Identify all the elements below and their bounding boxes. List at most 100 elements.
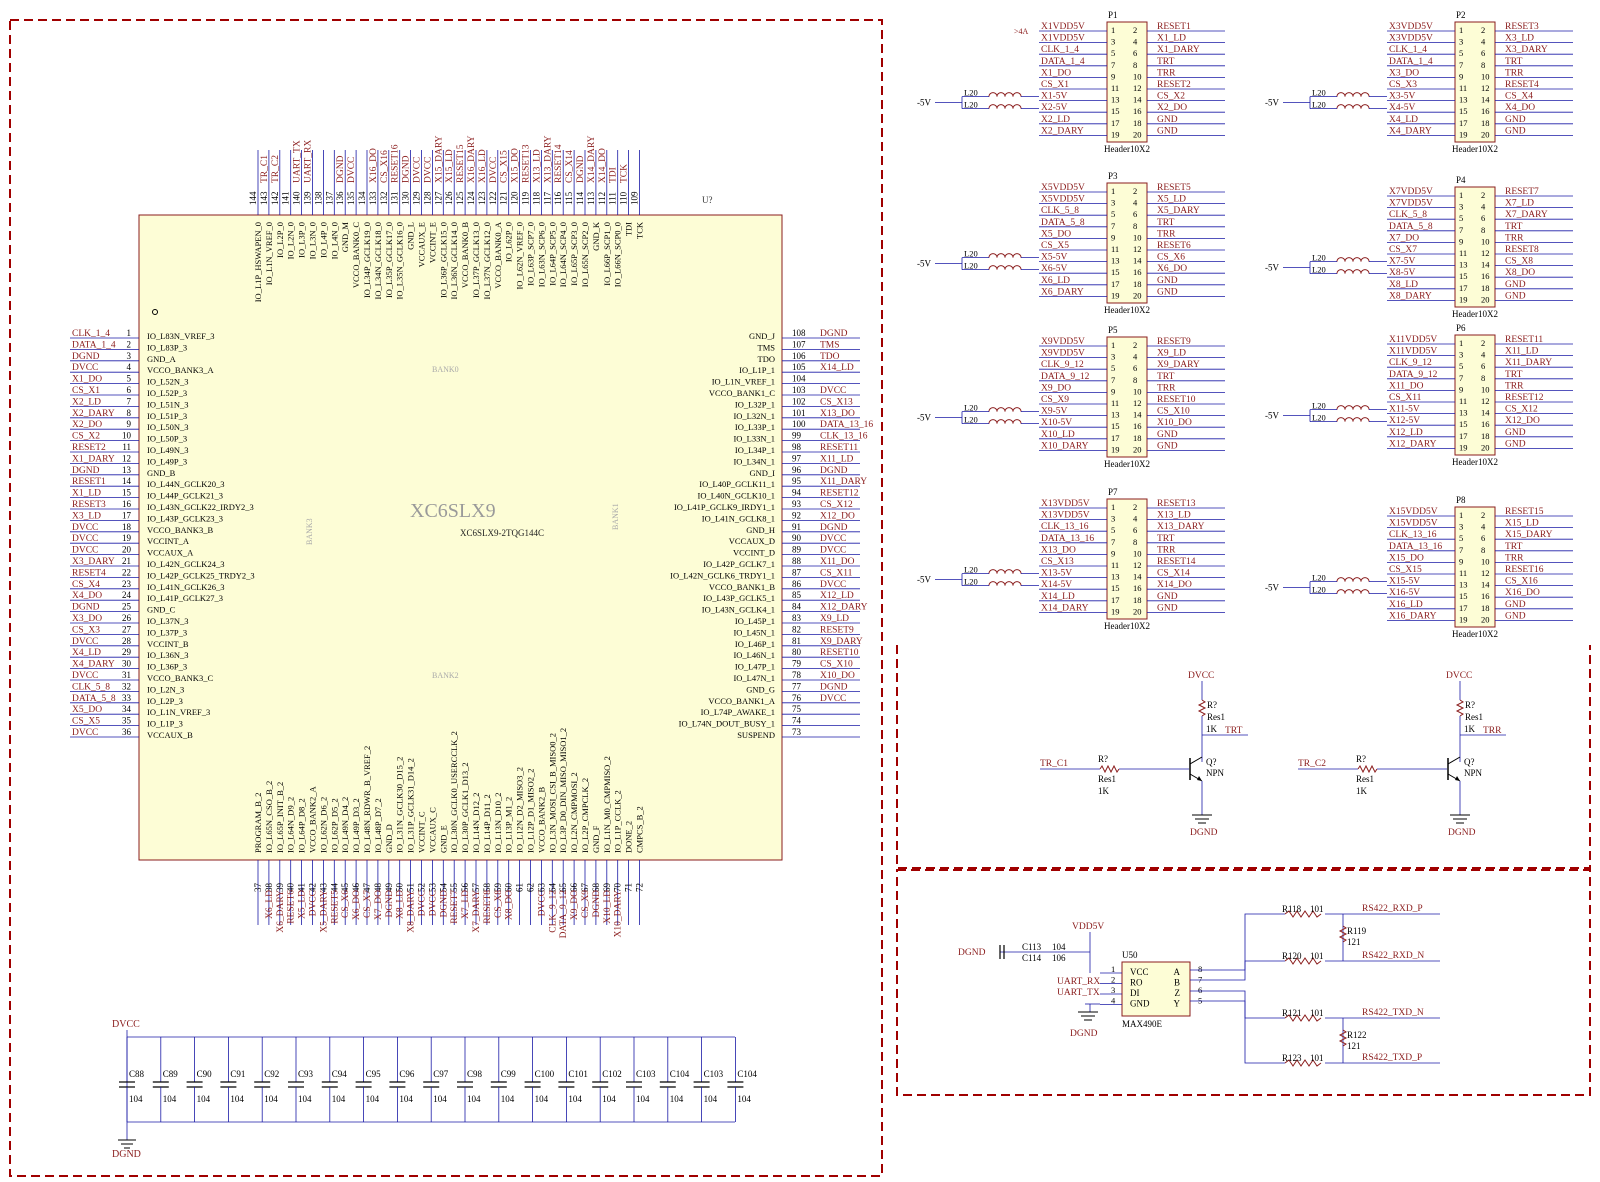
- cap-designator: C100: [535, 1069, 555, 1079]
- txd-p-label: RS422_TXD_P: [1362, 1053, 1422, 1063]
- bottom-pin-function: IO_L64P_D8_2: [297, 798, 307, 853]
- inductor-label: L20: [1312, 585, 1326, 595]
- cap-value: 104: [264, 1094, 278, 1104]
- bottom-pin-net: X9_DO: [570, 890, 580, 920]
- header-pin-even: 6: [1133, 363, 1137, 373]
- series-resistor: [1284, 957, 1322, 965]
- header-right-net: RESET1: [1157, 22, 1191, 32]
- header-right-net: RESET4: [1505, 80, 1539, 90]
- inductor-coil: [1336, 104, 1370, 109]
- cap-value: 104: [704, 1094, 718, 1104]
- top-pin-net: TR_C1: [260, 155, 270, 183]
- top-pin-function: IO_L66P_SCP1_0: [602, 222, 612, 286]
- right-pin-function: IO_L74N_DOUT_BUSY_1: [679, 719, 775, 729]
- right-pin-function: IO_L46N_1: [733, 650, 775, 660]
- header-type: Header10X2: [1452, 309, 1498, 319]
- header-left-net: X13VDD5V: [1041, 499, 1090, 509]
- right-pin-number: 77: [792, 681, 802, 691]
- header-left-net: X2-5V: [1041, 103, 1068, 113]
- header-right-net: X9_LD: [1157, 349, 1186, 359]
- r119-value: 121: [1347, 937, 1361, 947]
- right-pin-number: 99: [792, 431, 802, 441]
- inductor-label: L20: [964, 403, 978, 413]
- header-left-net: X12_DARY: [1389, 439, 1437, 449]
- top-pin-function: VCCO_BANK0_A: [493, 221, 503, 288]
- header-pin-even: 20: [1133, 290, 1142, 300]
- r118-label: R118: [1282, 904, 1302, 914]
- pullup-ohms: 1K: [1206, 724, 1218, 734]
- header-pin-odd: 19: [1111, 290, 1120, 300]
- header-pin-even: 18: [1481, 118, 1490, 128]
- left-pin-number: 1: [127, 328, 132, 338]
- header-pin-odd: 19: [1459, 614, 1468, 624]
- right-pin-number: 79: [792, 659, 802, 669]
- header-left-net: CS_X3: [1389, 80, 1417, 90]
- bottom-pin-number: 63: [536, 883, 546, 893]
- header-pin-odd: 17: [1111, 279, 1120, 289]
- top-pin-net: DGND: [336, 155, 346, 183]
- caps-supply-label: DVCC: [112, 1019, 140, 1030]
- header-left-net: X1VDD5V: [1041, 22, 1085, 32]
- bottom-pin-net: DGND: [439, 890, 449, 918]
- bottom-pin-number: 68: [591, 883, 601, 893]
- bottom-pin-function: IO_L12N_D2_MISO3_2: [515, 767, 525, 853]
- left-pin-net: DVCC: [72, 523, 98, 533]
- header-pin-odd: 11: [1459, 568, 1467, 578]
- header-right-net: GND: [1157, 276, 1178, 286]
- left-pin-function: IO_L1P_3: [147, 719, 183, 729]
- header-left-net: CS_X1: [1041, 80, 1069, 90]
- top-pin-function: IO_L34P_GCLK19_0: [362, 222, 372, 298]
- top-pin-number: 119: [521, 191, 531, 205]
- right-pin-function: VCCAUX_D: [729, 536, 775, 546]
- header-pin-even: 12: [1133, 83, 1142, 93]
- header-designator: P5: [1108, 325, 1118, 335]
- header-left-net: X7-5V: [1389, 257, 1416, 267]
- header-left-net: DATA_13_16: [1041, 534, 1094, 544]
- header-right-net: X7_LD: [1505, 199, 1534, 209]
- left-pin-number: 5: [127, 374, 132, 384]
- top-pin-function: IO_L4N_0: [329, 222, 339, 259]
- bottom-pin-function: IO_L13P_M1_2: [504, 797, 514, 853]
- header-pin-even: 2: [1133, 186, 1137, 196]
- top-pin-function: IO_L3P_0: [297, 222, 307, 258]
- dashed-borders: [9, 19, 1591, 1177]
- header-right-net: RESET7: [1505, 187, 1539, 197]
- npn-type: NPN: [1206, 768, 1225, 778]
- header-pin-even: 6: [1481, 213, 1485, 223]
- header-left-net: X4_DARY: [1389, 126, 1432, 136]
- header-left-net: CLK_13_16: [1389, 530, 1437, 540]
- left-pin-net: X3_DO: [72, 614, 102, 624]
- right-pin-number: 107: [792, 339, 806, 349]
- right-pin-number: 75: [792, 704, 802, 714]
- left-pin-net: DGND: [72, 466, 100, 476]
- cap-designator: C97: [433, 1069, 449, 1079]
- header-pin-odd: 17: [1111, 433, 1120, 443]
- header-left-net: X2_LD: [1041, 115, 1070, 125]
- header-left-net: X7_DO: [1389, 233, 1419, 243]
- cap-value: 104: [602, 1094, 616, 1104]
- left-pin-function: GND_B: [147, 468, 176, 478]
- bottom-pin-net: CS_X9: [581, 890, 591, 918]
- top-pin-function: VCCO_BANK0_B: [460, 222, 470, 288]
- top-pin-function: IO_L66N_SCP0_0: [613, 222, 623, 287]
- header-left-net: X14_DARY: [1041, 603, 1089, 613]
- header-left-net: CLK_1_4: [1041, 45, 1079, 55]
- header-left-net: CS_X5: [1041, 241, 1069, 251]
- header-pin-even: 8: [1133, 537, 1137, 547]
- header-pin-even: 20: [1481, 294, 1490, 304]
- right-pin-function: IO_L32P_1: [735, 399, 775, 409]
- header-left-net: X7VDD5V: [1389, 187, 1433, 197]
- right-pin-number: 89: [792, 545, 802, 555]
- top-pin-number: 144: [248, 191, 258, 205]
- left-pin-net: DGND: [72, 603, 100, 613]
- bottom-pin-net: RESET8: [483, 890, 493, 924]
- header-right-net: CS_X2: [1157, 92, 1185, 102]
- header-left-net: X6_LD: [1041, 276, 1070, 286]
- right-pin-number: 105: [792, 362, 806, 372]
- left-pin-function: IO_L1N_VREF_3: [147, 707, 210, 717]
- bottom-pin-number: 72: [635, 883, 645, 892]
- top-pin-function: TDI: [624, 222, 634, 236]
- header-note: >4A: [1014, 27, 1029, 36]
- top-pin-net: RESET15: [456, 144, 466, 183]
